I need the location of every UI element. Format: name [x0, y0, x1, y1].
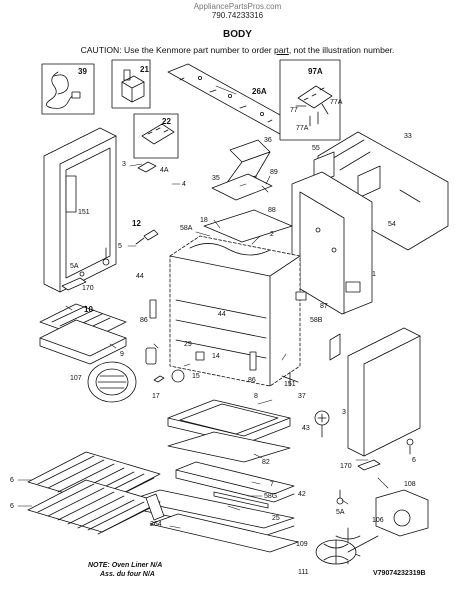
label-170-left: 170: [82, 285, 94, 292]
label-86-right: 86: [248, 377, 256, 384]
part-link[interactable]: part: [274, 45, 289, 55]
page-title: BODY: [223, 29, 252, 40]
label-3-right: 3: [342, 409, 346, 416]
small-hardware-part[interactable]: [145, 347, 205, 383]
label-4a: 4A: [160, 167, 169, 174]
trim-bracket-part[interactable]: [281, 333, 341, 387]
access-cover-54-part[interactable]: [357, 165, 381, 199]
terminal-assembly-part[interactable]: [279, 59, 341, 141]
label-54: 54: [388, 221, 396, 228]
hinge-receptacle-part[interactable]: [149, 291, 307, 371]
label-5a-right: 5A: [336, 509, 345, 516]
label-15: 15: [192, 373, 200, 380]
label-14: 14: [212, 353, 220, 360]
label-97a: 97A: [308, 67, 323, 76]
label-17: 17: [152, 393, 160, 400]
label-37: 37: [298, 393, 306, 400]
label-9: 9: [120, 351, 124, 358]
label-77a-b: 77A: [296, 125, 309, 132]
label-151-left: 151: [78, 209, 90, 216]
caution-text-end: , not the illustration number.: [288, 45, 395, 55]
note-oven-liner-french: Ass. du four N/A: [100, 571, 155, 578]
base-panel-part[interactable]: [149, 513, 299, 553]
label-58a: 58A: [180, 225, 193, 232]
label-29: 29: [184, 341, 192, 348]
back-panel-part[interactable]: [317, 131, 449, 251]
leader-lines: [17, 85, 389, 529]
broiler-pan-part[interactable]: [39, 319, 127, 365]
label-4: 4: [182, 181, 186, 188]
label-264: 264: [150, 521, 162, 528]
label-44-right: 44: [218, 311, 226, 318]
drawer-liner-part[interactable]: [167, 431, 291, 463]
label-108: 108: [404, 481, 416, 488]
power-cord-part[interactable]: [41, 63, 95, 115]
label-77: 77: [290, 107, 298, 114]
label-86-left: 86: [140, 317, 148, 324]
label-8: 8: [254, 393, 258, 400]
wire-cover-part[interactable]: [133, 113, 179, 159]
leveling-leg-right-part[interactable]: [336, 438, 414, 505]
label-6-right: 6: [412, 457, 416, 464]
label-36: 36: [264, 137, 272, 144]
label-5a-left: 5A: [70, 263, 79, 270]
label-87: 87: [320, 303, 328, 310]
label-107: 107: [70, 375, 82, 382]
diagram-reference: V79074232319B: [373, 570, 426, 577]
caution-text: CAUTION: Use the Kenmore part number to …: [0, 45, 475, 55]
right-side-panel-part[interactable]: [347, 327, 421, 457]
label-58g: 58G: [264, 493, 277, 500]
screw-part[interactable]: [314, 410, 330, 438]
label-18: 18: [200, 217, 208, 224]
label-39: 39: [78, 67, 87, 76]
model-number: 790.74233316: [211, 11, 264, 20]
leveling-leg-left-part[interactable]: [61, 247, 110, 291]
label-42: 42: [298, 491, 306, 498]
label-89: 89: [270, 169, 278, 176]
label-44-left: 44: [136, 273, 144, 280]
label-1: 1: [372, 271, 376, 278]
label-26a: 26A: [252, 87, 267, 96]
label-6-left-b: 6: [10, 503, 14, 510]
label-82: 82: [262, 459, 270, 466]
drawer-rail-part[interactable]: [213, 491, 269, 509]
label-151-right: 151: [284, 381, 296, 388]
note-oven-liner: NOTE: Oven Liner N/A: [88, 562, 163, 569]
label-25: 25: [272, 515, 280, 522]
anti-tip-bracket-part[interactable]: [145, 493, 165, 521]
convection-fan-part[interactable]: [315, 489, 429, 565]
label-12: 12: [132, 219, 141, 228]
label-58b: 58B: [310, 317, 323, 324]
bracket-4a-part[interactable]: [137, 161, 157, 173]
label-35: 35: [212, 175, 220, 182]
oven-rack-lower-part[interactable]: [27, 479, 161, 535]
label-33: 33: [404, 133, 412, 140]
vent-base-part[interactable]: [211, 173, 273, 201]
label-6-left: 6: [10, 477, 14, 484]
label-22: 22: [162, 117, 171, 126]
label-2: 2: [270, 231, 274, 238]
label-55: 55: [312, 145, 320, 152]
label-109: 109: [296, 541, 308, 548]
label-77a-a: 77A: [330, 99, 343, 106]
label-106: 106: [372, 517, 384, 524]
label-21: 21: [140, 65, 149, 74]
label-43: 43: [302, 425, 310, 432]
oven-liner-cavity-part[interactable]: [169, 209, 301, 387]
label-5-left: 5: [118, 243, 122, 250]
label-10: 10: [84, 305, 93, 314]
drawer-front-part[interactable]: [175, 461, 295, 503]
label-7: 7: [270, 481, 274, 488]
label-111: 111: [298, 569, 309, 576]
convection-cover-part[interactable]: [87, 361, 137, 403]
terminal-block-part[interactable]: [111, 59, 151, 109]
sensor-part[interactable]: [135, 229, 159, 245]
label-88: 88: [268, 207, 276, 214]
left-side-panel-part[interactable]: [43, 127, 117, 293]
label-170-right: 170: [340, 463, 352, 470]
site-watermark: AppliancePartsPros.com: [193, 2, 282, 11]
caution-text-start: CAUTION: Use the Kenmore part number to …: [80, 45, 275, 55]
label-3-left: 3: [122, 161, 126, 168]
